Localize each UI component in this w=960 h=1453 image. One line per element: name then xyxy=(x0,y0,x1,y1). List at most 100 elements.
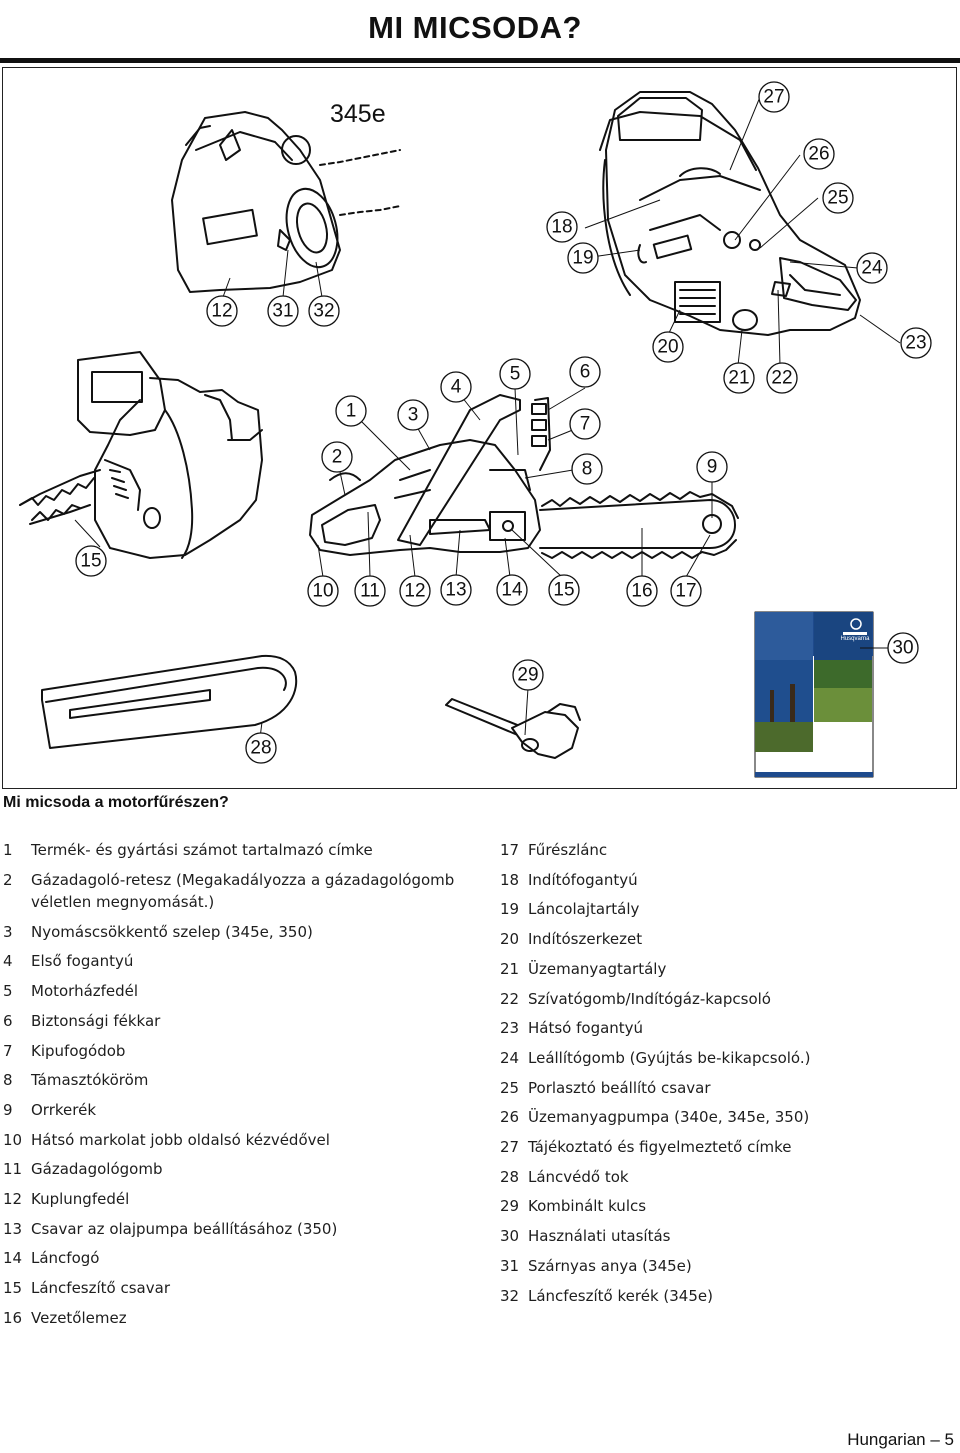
callout-10: 10 xyxy=(312,581,333,602)
part-item: 30 Használati utasítás xyxy=(500,1222,920,1252)
callout-32: 32 xyxy=(313,301,334,322)
part-number: 29 xyxy=(500,1197,520,1216)
part-name: Nyomáscsökkentő szelep (345e, 350) xyxy=(31,922,313,941)
part-number: 16 xyxy=(3,1308,23,1327)
part-name: Orrkerék xyxy=(31,1100,97,1119)
callout-21: 21 xyxy=(728,368,749,389)
part-name: Láncfeszítő kerék (345e) xyxy=(528,1286,713,1305)
manual-brand-label: Husqvarna xyxy=(840,636,870,642)
part-name: Láncfogó xyxy=(31,1249,100,1268)
part-number: 23 xyxy=(500,1019,520,1038)
callout-18: 18 xyxy=(551,217,572,238)
part-name: Láncvédő tok xyxy=(528,1167,629,1186)
part-name: Gázadagoló-retesz (Megakadályozza a gáza… xyxy=(31,870,455,911)
part-number: 7 xyxy=(3,1041,13,1060)
callout-22: 22 xyxy=(771,368,792,389)
callout-12-top: 12 xyxy=(211,301,232,322)
callout-12: 12 xyxy=(404,581,425,602)
part-number: 3 xyxy=(3,922,13,941)
part-number: 5 xyxy=(3,982,13,1001)
callout-2: 2 xyxy=(332,447,343,468)
part-number: 9 xyxy=(3,1100,13,1119)
part-number: 22 xyxy=(500,989,520,1008)
callout-23: 23 xyxy=(905,333,926,354)
part-number: 2 xyxy=(3,870,13,889)
part-name: Láncolajtartály xyxy=(528,900,640,919)
part-name: Porlasztó beállító csavar xyxy=(528,1078,711,1097)
part-name: Kipufogódob xyxy=(31,1041,126,1060)
part-number: 8 xyxy=(3,1071,13,1090)
part-number: 27 xyxy=(500,1138,520,1157)
part-name: Támasztóköröm xyxy=(31,1071,149,1090)
part-name: Indítószerkezet xyxy=(528,930,643,949)
part-name: Szárnyas anya (345e) xyxy=(528,1256,692,1275)
part-item: 14 Láncfogó xyxy=(3,1244,473,1274)
chainsaw-side-view-drawing xyxy=(309,394,739,559)
part-number: 18 xyxy=(500,870,520,889)
callout-3: 3 xyxy=(408,405,419,426)
manual-cover-drawing xyxy=(755,612,873,777)
callout-29: 29 xyxy=(517,665,538,686)
part-number: 11 xyxy=(3,1160,23,1179)
callout-6: 6 xyxy=(580,362,591,383)
callout-5: 5 xyxy=(510,364,521,385)
part-number: 30 xyxy=(500,1227,520,1246)
part-name: Kombinált kulcs xyxy=(528,1197,647,1216)
part-item: 25 Porlasztó beállító csavar xyxy=(500,1074,920,1104)
callout-1: 1 xyxy=(346,401,357,422)
part-number: 17 xyxy=(500,841,520,859)
callout-31: 31 xyxy=(272,301,293,322)
callout-28: 28 xyxy=(250,738,271,759)
part-number: 12 xyxy=(3,1190,23,1209)
part-number: 14 xyxy=(3,1249,23,1268)
part-name: Első fogantyú xyxy=(31,952,134,971)
callout-24: 24 xyxy=(861,258,883,279)
part-item: 9 Orrkerék xyxy=(3,1096,473,1126)
part-name: Üzemanyagpumpa (340e, 345e, 350) xyxy=(528,1108,810,1127)
part-item: 3 Nyomáscsökkentő szelep (345e, 350) xyxy=(3,918,473,948)
callout-4: 4 xyxy=(451,377,462,398)
chainsaw-rear-view-drawing xyxy=(599,91,861,336)
part-number: 24 xyxy=(500,1048,520,1067)
callout-15-left: 15 xyxy=(80,551,101,572)
callout-15: 15 xyxy=(553,580,574,601)
figure-frame xyxy=(2,67,957,789)
part-number: 4 xyxy=(3,952,13,971)
callout-14: 14 xyxy=(501,580,523,601)
part-name: Használati utasítás xyxy=(528,1227,671,1246)
chainsaw-parts-diagram: 345e Husqvarna 12 31 32 27 26 25 18 19 2… xyxy=(19,81,932,778)
page-title: MI MICSODA? xyxy=(368,10,582,45)
part-item: 7 Kipufogódob xyxy=(3,1037,473,1067)
part-number: 6 xyxy=(3,1011,13,1030)
part-number: 10 xyxy=(3,1130,23,1149)
callout-27: 27 xyxy=(763,87,784,108)
part-item: 29 Kombinált kulcs xyxy=(500,1192,920,1222)
callout-20: 20 xyxy=(657,337,678,358)
part-item: 8 Támasztóköröm xyxy=(3,1066,473,1096)
callout-17: 17 xyxy=(675,581,696,602)
title-rule xyxy=(0,58,960,63)
callout-11: 11 xyxy=(360,581,380,602)
part-number: 13 xyxy=(3,1219,23,1238)
part-number: 25 xyxy=(500,1078,520,1097)
chain-guard-drawing xyxy=(41,654,298,749)
